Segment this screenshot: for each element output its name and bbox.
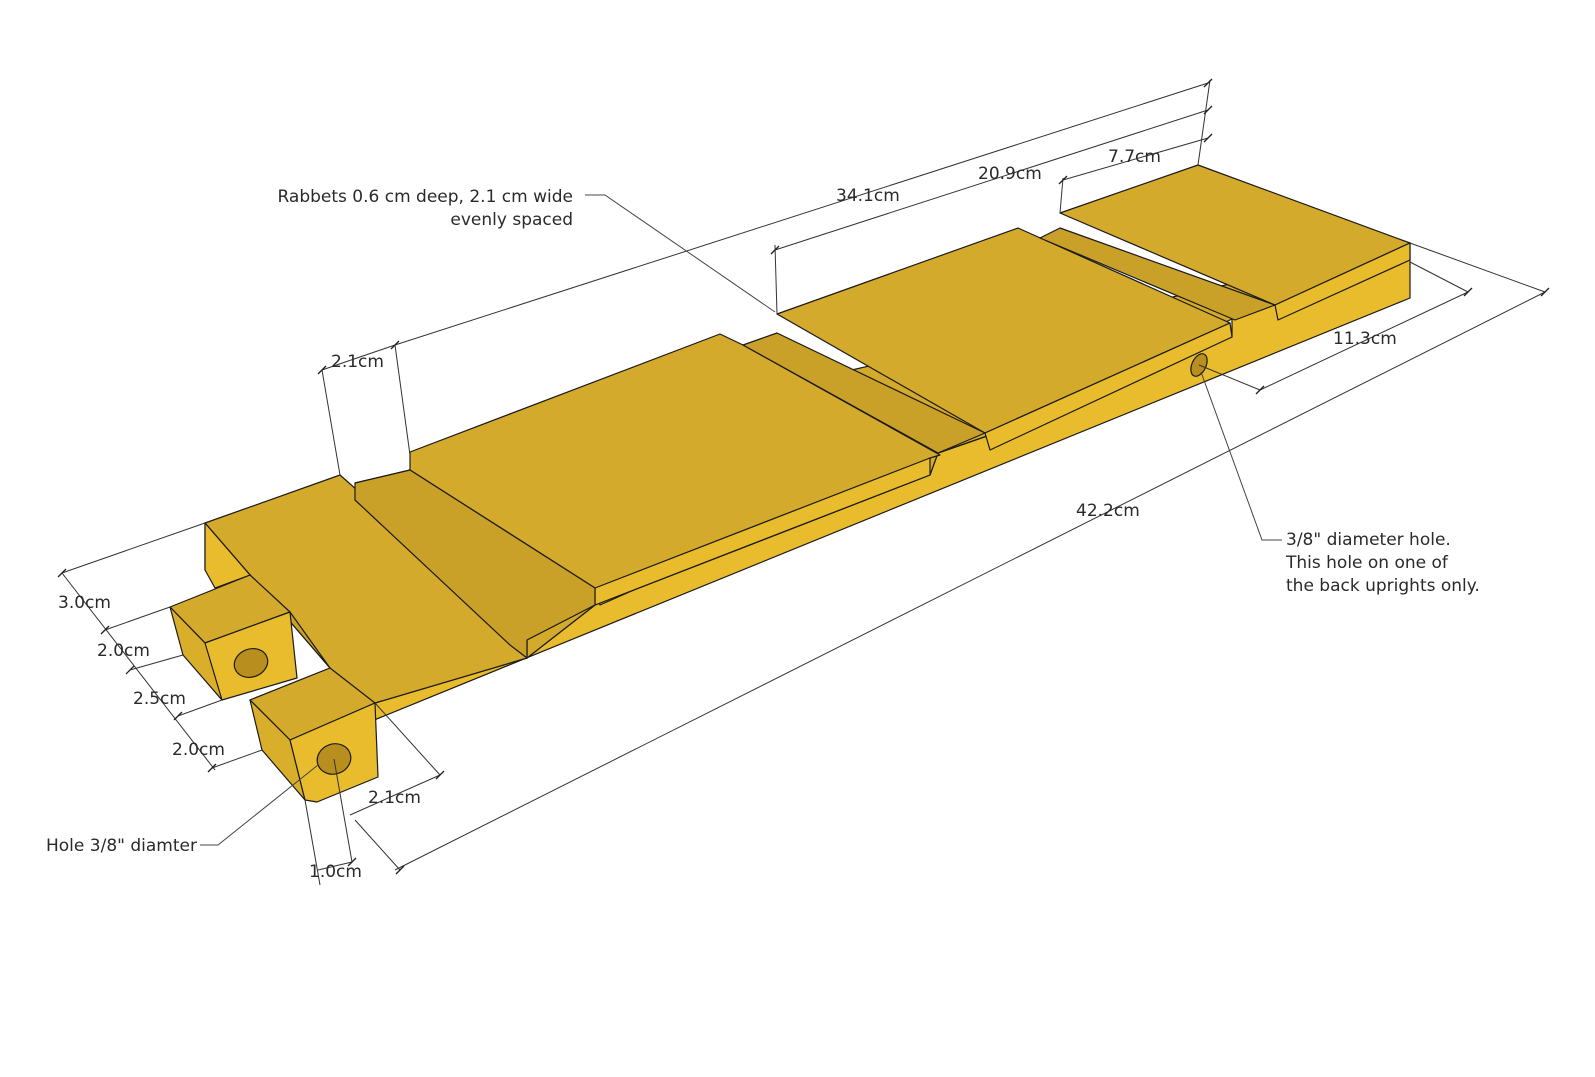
labels: Rabbets 0.6 cm deep, 2.1 cm wide evenly … — [46, 147, 1480, 882]
raised-pad-2-front — [984, 322, 1233, 451]
tick-20-9-start — [770, 245, 780, 255]
tick-7-7-end — [1203, 133, 1213, 143]
rabbets-note-line2: evenly spaced — [450, 210, 573, 230]
dim-2-1-bottom: 2.1cm — [368, 788, 421, 808]
tick-11-3-start — [1255, 385, 1265, 395]
back-hole-note-line1: 3/8" diameter hole. — [1286, 530, 1451, 550]
tick-3-0 — [57, 568, 67, 578]
back-hole-note-line3: the back uprights only. — [1286, 576, 1480, 596]
rabbet-groove-1 — [354, 469, 596, 659]
dim-7-7: 7.7cm — [1108, 147, 1161, 167]
tick-2-1-b — [435, 770, 445, 780]
dim-20-9: 20.9cm — [978, 164, 1042, 184]
dim-3-0: 3.0cm — [58, 593, 111, 613]
tick-2-0-b — [173, 711, 183, 721]
tick-34-1-start — [390, 340, 400, 350]
dim-2-0-lower: 2.0cm — [172, 740, 225, 760]
dim-2-5: 2.5cm — [133, 689, 186, 709]
end-block-front — [204, 522, 251, 589]
front-hole-note: Hole 3/8" diamter — [46, 836, 197, 856]
tick-2-0-c — [207, 763, 217, 773]
rabbet-groove-2 — [742, 332, 986, 454]
dim-42-2: 42.2cm — [1076, 501, 1140, 521]
back-hole-note-line2: This hole on one of — [1285, 553, 1449, 573]
tick-20-9-end — [1203, 105, 1213, 115]
rabbets-note-line1: Rabbets 0.6 cm deep, 2.1 cm wide — [277, 187, 573, 207]
tick-42-2-start — [395, 865, 405, 875]
tick-2-0-a — [100, 625, 110, 635]
tick-2-5 — [125, 665, 135, 675]
dimension-lines — [57, 78, 1550, 886]
dim-11-3: 11.3cm — [1333, 329, 1397, 349]
tick-7-7-start — [1058, 175, 1068, 185]
tick-2-1-start — [317, 365, 327, 375]
dim-2-0-upper: 2.0cm — [97, 641, 150, 661]
tick-1-0 — [347, 857, 357, 867]
dim-34-1: 34.1cm — [836, 186, 900, 206]
tick-11-3-end — [1463, 287, 1473, 297]
leader-lines — [200, 194, 1282, 846]
raised-pad-3-front — [1274, 242, 1411, 321]
rail-body — [169, 164, 1411, 803]
dim-2-1-top: 2.1cm — [331, 352, 384, 372]
tick-34-1-end — [1203, 78, 1213, 88]
rabbet-groove-3 — [1039, 227, 1276, 321]
front-hole-upper — [233, 648, 269, 678]
tick-42-2-end — [1540, 287, 1550, 297]
dim-1-0: 1.0cm — [309, 862, 362, 882]
